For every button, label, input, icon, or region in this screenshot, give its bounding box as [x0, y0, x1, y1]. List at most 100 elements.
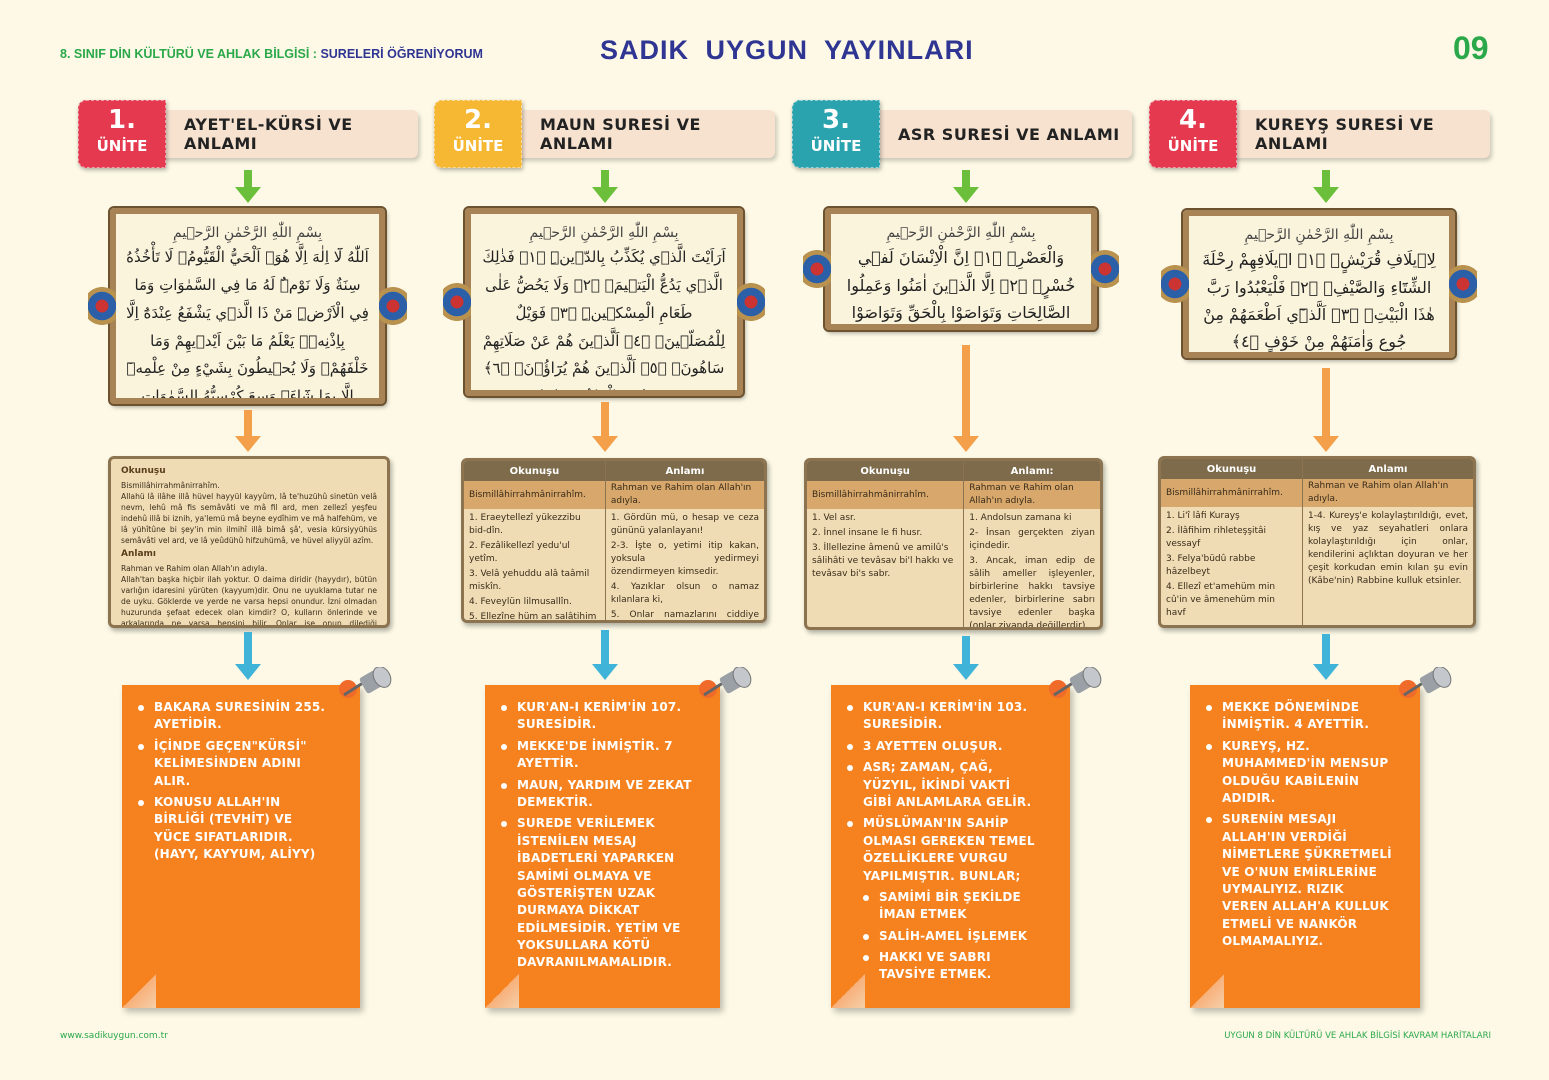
bismillah-text: بِسْمِ اللّٰهِ الرَّحْمٰنِ الرَّح۪يمِ [1244, 227, 1394, 243]
pushpin-icon [1046, 666, 1106, 707]
arrow-stem [1322, 634, 1330, 666]
arrow-head [592, 436, 618, 452]
pushpin-icon [336, 666, 396, 707]
meaning-line: 4. Yazıklar olsun o namaz kılanlara ki, [610, 582, 759, 606]
bismillah-text: بِسْمِ اللّٰهِ الرَّحْمٰنِ الرَّح۪يمِ [172, 225, 323, 241]
arrow-stem [244, 410, 252, 438]
reading-line: 1. Eraeytellezî yükezzibu bid-dîn. [469, 513, 581, 537]
reading-line: 3. Felya'büdû rabbe hâzelbeyt [1166, 554, 1256, 578]
publisher-title: SADIK UYGUN YAYINLARI [600, 35, 974, 65]
course-title: 8. SINIF DİN KÜLTÜRÜ VE AHLAK BİLGİSİ : … [60, 47, 483, 61]
arrow-head [592, 664, 618, 680]
note-list: KUR'AN-I KERİM'İN 107. SURESİDİR.MEKKE'D… [501, 699, 692, 972]
note-item: 3 AYETTEN OLUŞUR. [847, 738, 1042, 755]
bismillah-text: بِسْمِ اللّٰهِ الرَّحْمٰنِ الرَّح۪يمِ [529, 225, 679, 241]
note-item: KUR'AN-I KERİM'İN 103. SURESİDİR. [847, 699, 1042, 734]
note-item: BAKARA SURESİNİN 255. AYETİDİR. [138, 699, 332, 734]
bismillah-row: Bismillâhirrahmânirrahîm.Rahman ve Rahim… [1161, 479, 1473, 508]
verses-row: 1. Eraeytellezî yükezzibu bid-dîn. 2. Fez… [464, 509, 764, 620]
meaning-bismillah: Rahman ve Rahim olan Allah'ın adıyla. [1301, 479, 1473, 508]
reading-bismillah: Bismillâhirrahmânirrahîm. [121, 481, 220, 491]
arrow-head [953, 664, 979, 680]
info-note: KUR'AN-I KERİM'İN 103. SURESİDİR. 3 AYETT… [831, 666, 1102, 1008]
meaning-text: Allah'tan başka hiçbir ilah yoktur. O da… [121, 575, 377, 628]
reading-text: Allahü lâ ilâhe illâ hüvel hayyül kayyûm… [121, 492, 377, 546]
unit-label: ÜNİTE [1167, 137, 1219, 155]
bismillah-row: Bismillâhirrahmânirrahîm.Rahman ve Rahim… [464, 481, 764, 510]
arabic-verses: اَرَاَيْتَ الَّذ۪ي يُكَذِّبُ بِالدّ۪ينِۜ… [482, 248, 726, 390]
bismillah-row: Bismillâhirrahmânirrahîm.Rahman ve Rahim… [807, 481, 1100, 510]
meaning-bismillah: Rahman ve Rahim olan Allah'ın adıyla. [604, 481, 764, 510]
reading-cell: 1. Vel asr.2. İnnel insane le fi husr.3.… [807, 509, 964, 627]
arrow-stem [601, 170, 609, 189]
ornament-left [443, 274, 471, 330]
unit-label: ÜNİTE [452, 137, 504, 155]
meaning-line: 1-4. Kureyş'e kolaylaştırıldığı, evet, k… [1307, 511, 1468, 587]
unit-label: ÜNİTE [96, 137, 148, 155]
website-link[interactable]: www.sadikuygun.com.tr [60, 1031, 168, 1041]
reading-heading: Okunuşu [121, 466, 166, 476]
reading-line: 2. Fezâlikellezî yedu'ul yetîm. [469, 541, 570, 565]
unit-label: ÜNİTE [810, 137, 862, 155]
meaning-line: 2-3. İşte o, yetimi itip kakan, yoksula … [610, 541, 759, 578]
page-number: 09 [1453, 30, 1489, 66]
page-curl [831, 974, 865, 1008]
arrow-head [1313, 436, 1339, 452]
reading-bismillah: Bismillâhirrahmânirrahîm. [464, 481, 606, 510]
unit-title: KUREYŞ SURESİ VE ANLAMI [1219, 110, 1490, 158]
meaning-cell: 1-4. Kureyş'e kolaylaştırıldığı, evet, k… [1301, 507, 1473, 625]
reading-line: 4. Feveylün lilmusallîn. [469, 597, 572, 608]
note-item: MEKKE DÖNEMİNDE İNMİŞTİR. 4 AYETTİR. [1206, 699, 1392, 734]
arabic-verses: وَالْعَصْرِۙ ﴿١﴾ اِنَّ الْاِنْسَانَ لَف۪… [846, 248, 1076, 322]
ornament-right [379, 278, 407, 334]
arrow-head [235, 664, 261, 680]
page-curl [122, 974, 156, 1008]
info-note: MEKKE DÖNEMİNDE İNMİŞTİR. 4 AYETTİR.KURE… [1190, 666, 1452, 1008]
reading-heading: Okunuşu [1161, 459, 1303, 479]
info-note: BAKARA SURESİNİN 255. AYETİDİR. İÇİNDE GE… [122, 666, 392, 1008]
unit-title: ASR SURESİ VE ANLAMI [862, 110, 1132, 158]
note-item: ASR; ZAMAN, ÇAĞ, YÜZYIL, İKİNDİ VAKTİ Gİ… [847, 759, 1042, 811]
bismillah-text: بِسْمِ اللّٰهِ الرَّحْمٰنِ الرَّح۪يمِ [886, 225, 1036, 241]
pushpin-icon [1396, 666, 1456, 707]
arrow-head [1313, 664, 1339, 680]
arrow-stem [244, 632, 252, 666]
note-item: KUR'AN-I KERİM'İN 107. SURESİDİR. [501, 699, 692, 734]
arrow-head [953, 187, 979, 203]
reading-heading: Okunuşu [807, 461, 964, 481]
note-subitem: HAKKI VE SABRI TAVSİYE ETMEK. [863, 949, 1042, 984]
unit-badge: 4. ÜNİTE [1149, 100, 1237, 168]
arrow-head [953, 436, 979, 452]
unit-number: 4. [1179, 105, 1207, 135]
note-item: İÇİNDE GEÇEN"KÜRSİ" KELİMESİNDEN ADINI A… [138, 738, 332, 790]
arrow-stem [244, 170, 252, 189]
topic-name: SURELERİ ÖĞRENİYORUM [320, 47, 483, 61]
note-item: SUREDE VERİLEMEK İSTENİLEN MESAJ İBADETL… [501, 815, 692, 972]
arrow-stem [962, 345, 970, 438]
meaning-heading: Anlamı [604, 461, 764, 481]
arabic-verse-frame: بِسْمِ اللّٰهِ الرَّحْمٰنِ الرَّح۪يمِاَل… [108, 206, 387, 406]
note-subitem: SALİH-AMEL İŞLEMEK [863, 928, 1042, 945]
meaning-heading: Anlamı [121, 549, 156, 560]
ornament-right [737, 274, 765, 330]
unit-badge: 2.ÜNİTE [434, 100, 522, 168]
ornament-right [1449, 256, 1477, 312]
reading-line: 2. İnnel insane le fi husr. [812, 528, 923, 539]
note-item: MÜSLÜMAN'IN SAHİP OLMASI GEREKEN TEMEL Ö… [847, 815, 1042, 885]
meaning-line: 1. Andolsun zamana ki [969, 513, 1072, 524]
reading-cell: 1. Eraeytellezî yükezzibu bid-dîn. 2. Fez… [464, 509, 605, 620]
meaning-line: 3. Ancak, iman edip de sâlih ameller işl… [969, 556, 1095, 630]
arrow-head [235, 436, 261, 452]
